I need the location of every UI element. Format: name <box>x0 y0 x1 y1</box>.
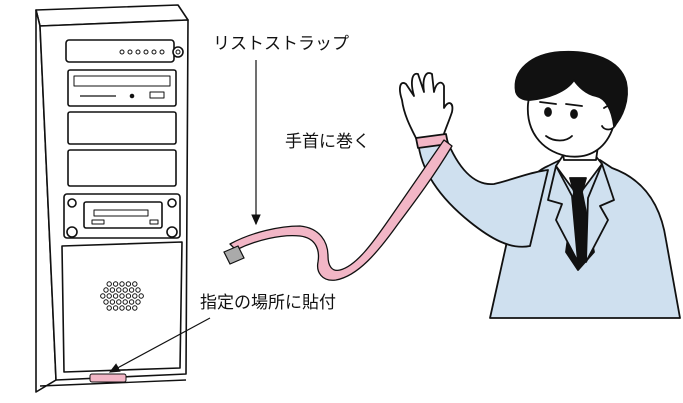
vent-hole <box>132 281 138 287</box>
vent-hole <box>106 305 112 311</box>
strap-clip <box>223 245 245 265</box>
vent-hole <box>128 299 135 305</box>
pc-tower <box>35 4 189 393</box>
vent-hole <box>109 299 116 305</box>
vent-hole <box>106 281 112 287</box>
vent-hole <box>135 299 141 305</box>
lapel-right <box>585 163 615 263</box>
vent-hole <box>112 305 119 311</box>
vent-hole <box>132 293 138 299</box>
person <box>399 50 681 319</box>
vent-hole <box>138 293 144 299</box>
vent-hole <box>135 287 141 293</box>
attach-location-label: 指定の場所に貼付 <box>200 293 336 313</box>
led-dots <box>119 49 165 55</box>
smile <box>545 135 573 142</box>
arrow-attach-location <box>108 317 211 373</box>
hair <box>514 50 628 127</box>
vent-hole <box>132 305 138 311</box>
vent-hole <box>100 293 106 299</box>
vent-hole <box>125 293 132 299</box>
wrist-strap-label: リストストラップ <box>213 34 349 54</box>
eye-right <box>570 109 578 119</box>
vent-hole <box>119 281 125 287</box>
vent-hole <box>128 287 135 293</box>
drive-bay-2 <box>67 149 177 187</box>
eye-left <box>544 107 552 117</box>
vent-hole <box>103 299 109 305</box>
vent-hole <box>122 299 128 305</box>
optical-drive <box>67 69 177 107</box>
vent-hole <box>109 287 116 293</box>
wrap-around-wrist-label: 手首に巻く <box>285 132 370 152</box>
attach-location-sticker <box>89 373 127 383</box>
raised-arm <box>417 137 549 248</box>
vent-hole <box>125 305 132 311</box>
vent-hole <box>122 287 128 293</box>
vent-hole <box>116 299 122 305</box>
vent-hole <box>125 281 132 287</box>
vent-hole <box>112 293 119 299</box>
drive-bay-1 <box>67 111 177 145</box>
vent-hole <box>119 305 125 311</box>
wrist-strap-cord <box>229 139 453 281</box>
raised-hand <box>399 72 454 143</box>
vent-grille <box>100 281 144 311</box>
vent-hole <box>106 293 112 299</box>
vent-hole <box>103 287 109 293</box>
vent-hole <box>119 293 125 299</box>
vent-hole <box>116 287 122 293</box>
lapel-left <box>547 165 579 263</box>
vent-hole <box>112 281 119 287</box>
